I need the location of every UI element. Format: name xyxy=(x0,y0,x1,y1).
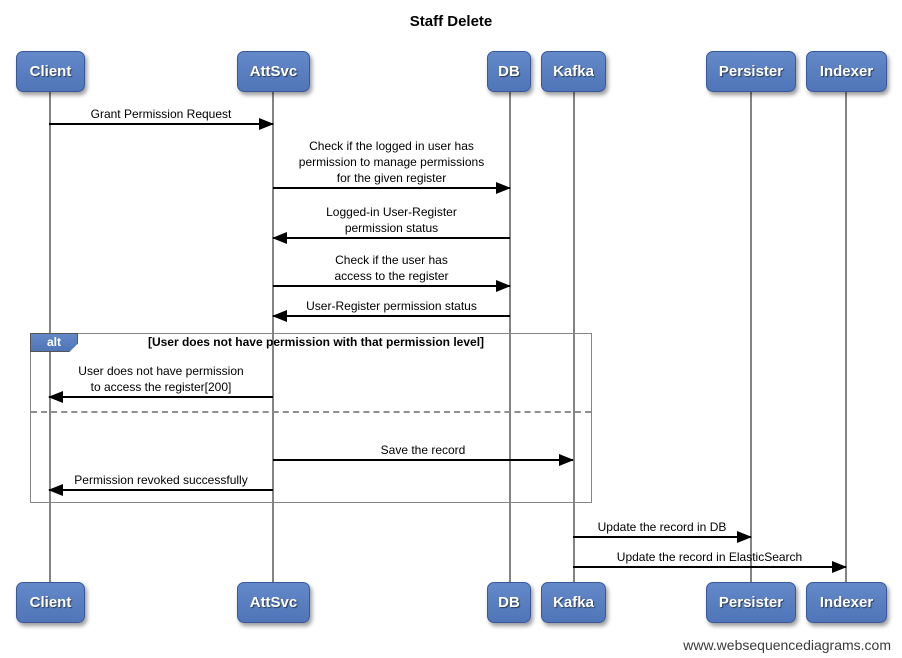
arrow-line xyxy=(49,118,274,130)
participant-top-client: Client xyxy=(16,51,85,92)
message-check-user-access: Check if the user has access to the regi… xyxy=(273,249,511,292)
message-permission-revoked: Permission revoked successfully xyxy=(48,469,273,496)
message-label: Update the record in DB xyxy=(597,520,727,534)
arrow-line xyxy=(48,484,273,496)
alt-frame: alt [User does not have permission with … xyxy=(30,333,592,503)
message-label: User does not have permission to access … xyxy=(78,364,244,394)
arrow-line xyxy=(573,561,847,573)
participant-top-indexer: Indexer xyxy=(806,51,887,92)
participant-top-db: DB xyxy=(487,51,531,92)
message-label: Save the record xyxy=(380,443,466,457)
participant-bottom-client: Client xyxy=(16,582,85,623)
arrowhead-right-icon xyxy=(832,561,847,573)
message-no-permission-response: User does not have permission to access … xyxy=(48,360,273,403)
arrowhead-right-icon xyxy=(496,280,511,292)
alt-guard-label: [User does not have permission with that… xyxy=(147,335,485,349)
message-label: Logged-in User-Register permission statu… xyxy=(326,205,457,235)
message-logged-in-user-register-status: Logged-in User-Register permission statu… xyxy=(272,201,510,244)
lifeline-persister xyxy=(750,92,752,583)
participant-bottom-persister: Persister xyxy=(706,582,796,623)
lifeline-attsvc xyxy=(272,92,274,583)
arrowhead-right-icon xyxy=(259,118,274,130)
participant-bottom-attsvc: AttSvc xyxy=(237,582,310,623)
arrowhead-left-icon xyxy=(272,232,287,244)
arrowhead-left-icon xyxy=(272,310,287,322)
arrow-line xyxy=(273,280,511,292)
message-label: Check if the user has access to the regi… xyxy=(334,253,449,283)
arrowhead-right-icon xyxy=(737,531,752,543)
arrowhead-right-icon xyxy=(559,454,574,466)
message-user-register-permission-status: User-Register permission status xyxy=(272,295,510,322)
arrow-line xyxy=(272,310,510,322)
diagram-title: Staff Delete xyxy=(409,13,493,30)
message-label: Update the record in ElasticSearch xyxy=(616,550,803,564)
participant-top-attsvc: AttSvc xyxy=(237,51,310,92)
arrowhead-left-icon xyxy=(48,391,63,403)
lifeline-db xyxy=(509,92,511,583)
arrow-line xyxy=(48,391,273,403)
arrow-line xyxy=(273,182,511,194)
arrowhead-right-icon xyxy=(496,182,511,194)
arrow-line xyxy=(573,531,752,543)
message-check-logged-in-user-permission: Check if the logged in user has permissi… xyxy=(273,135,511,194)
participant-top-persister: Persister xyxy=(706,51,796,92)
message-grant-permission-request: Grant Permission Request xyxy=(49,103,274,130)
lifeline-kafka xyxy=(573,92,575,583)
participant-bottom-kafka: Kafka xyxy=(541,582,606,623)
participant-bottom-db: DB xyxy=(487,582,531,623)
message-label: Grant Permission Request xyxy=(90,107,232,121)
message-label: Check if the logged in user has permissi… xyxy=(298,139,485,185)
participant-top-kafka: Kafka xyxy=(541,51,606,92)
alt-else-divider xyxy=(31,411,591,413)
message-label: User-Register permission status xyxy=(306,299,477,313)
arrowhead-left-icon xyxy=(48,484,63,496)
message-label: Permission revoked successfully xyxy=(74,473,248,487)
lifeline-indexer xyxy=(845,92,847,583)
message-update-record-db: Update the record in DB xyxy=(573,516,752,543)
arrow-line xyxy=(272,232,510,244)
message-save-the-record: Save the record xyxy=(273,439,574,466)
message-update-record-elasticsearch: Update the record in ElasticSearch xyxy=(573,546,847,573)
participant-bottom-indexer: Indexer xyxy=(806,582,887,623)
watermark-url: www.websequencediagrams.com xyxy=(683,637,891,653)
arrow-line xyxy=(273,454,574,466)
alt-operator-label: alt xyxy=(30,333,78,352)
